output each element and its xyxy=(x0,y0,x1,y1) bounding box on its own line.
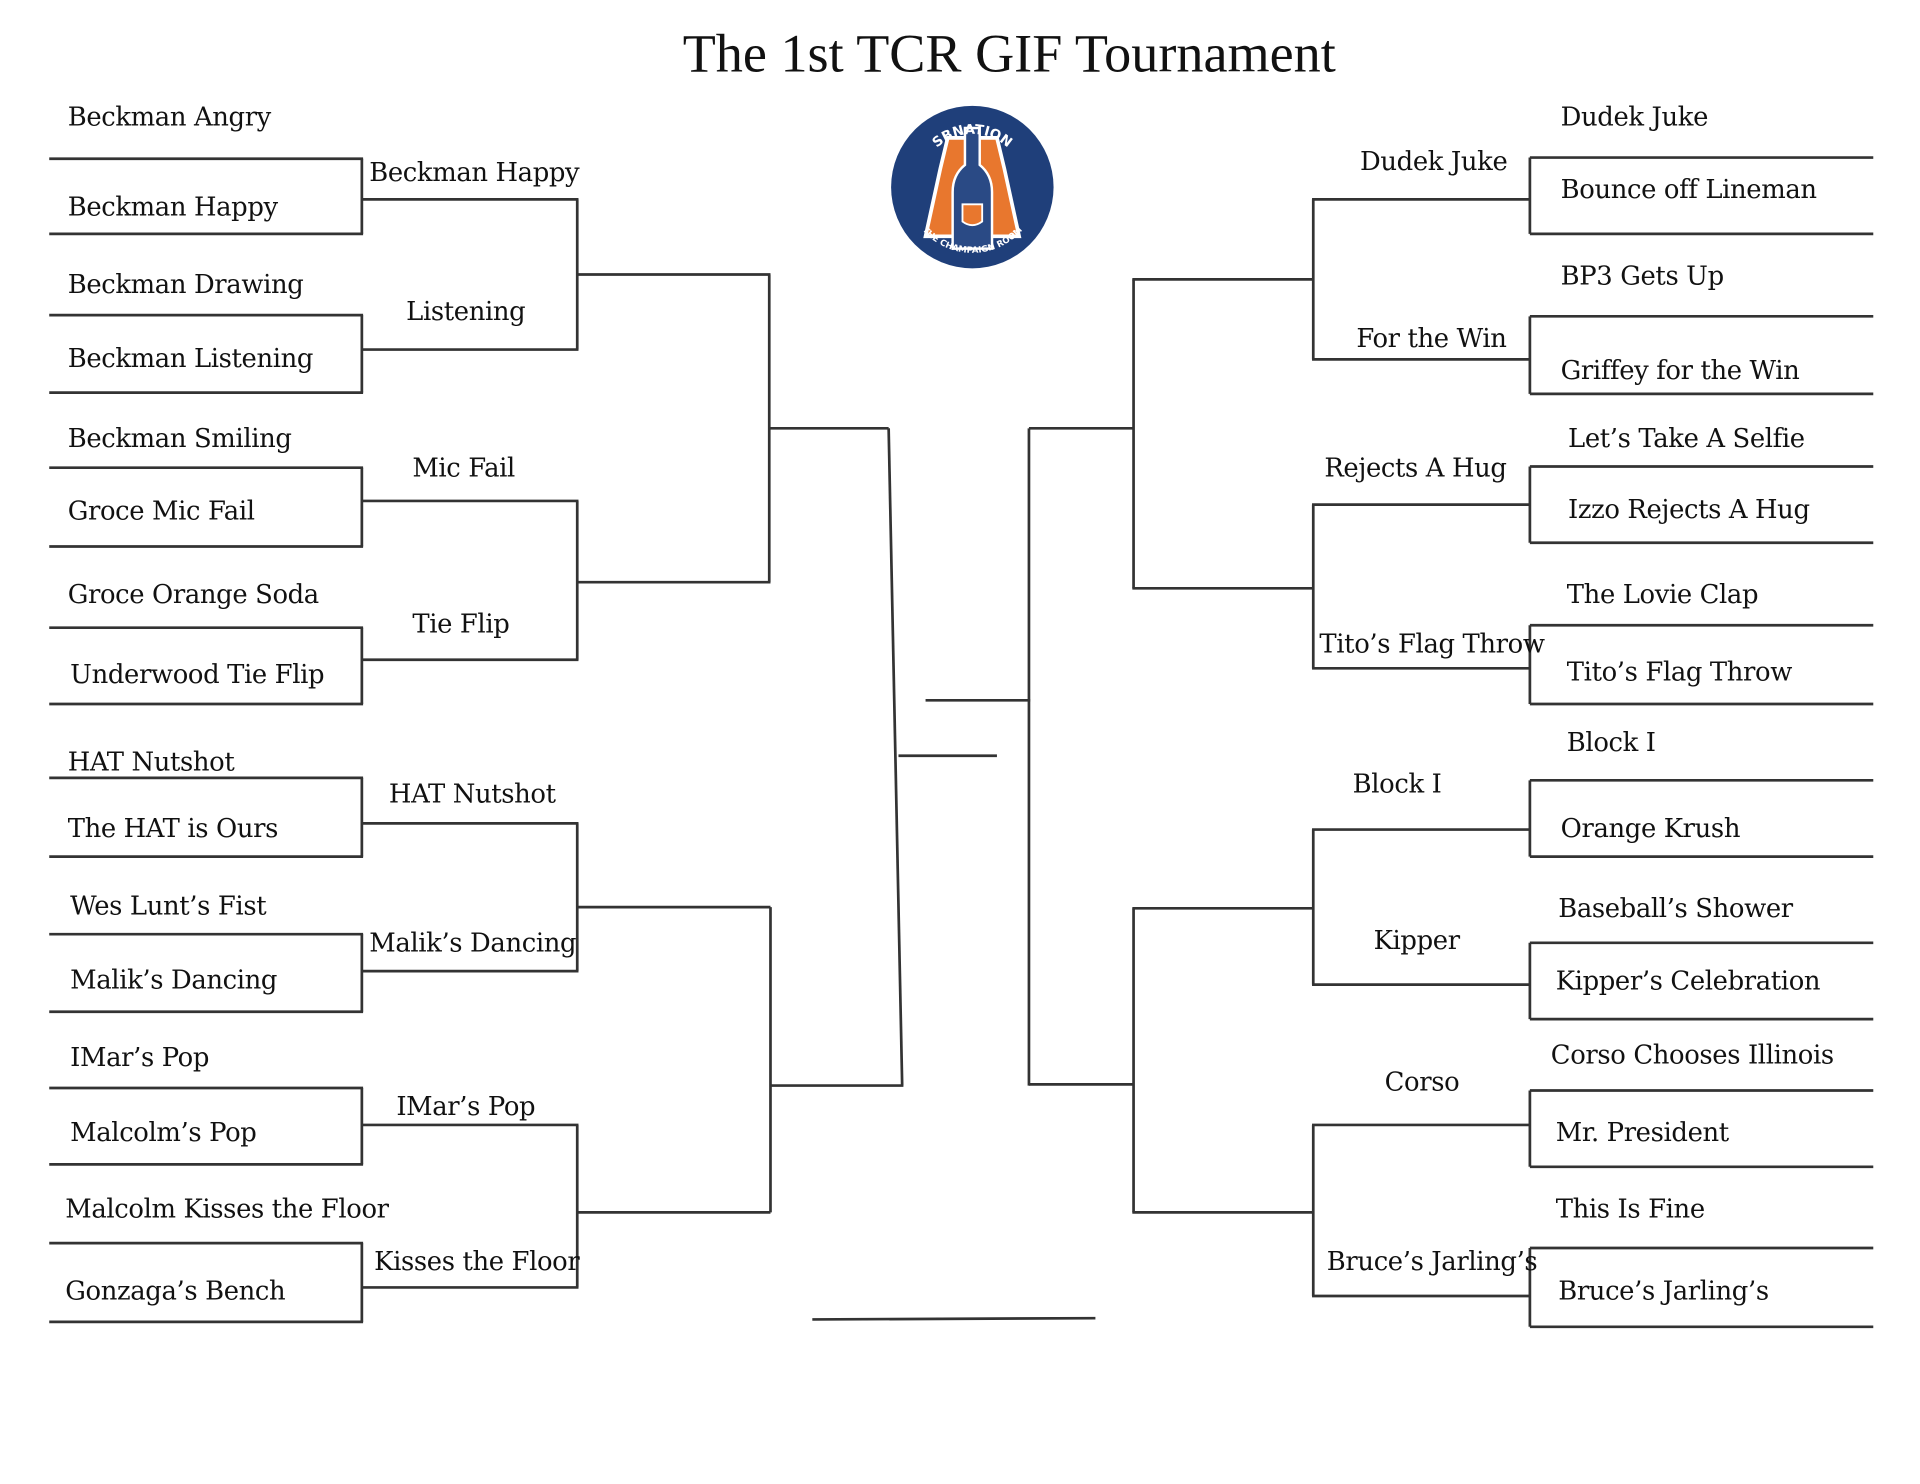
right-round2-entry: Tito’s Flag Throw xyxy=(1319,628,1545,659)
right-round1-entry: Griffey for the Win xyxy=(1560,355,1800,386)
right-round2-entry: Rejects A Hug xyxy=(1324,452,1507,483)
left-round2-entry: Mic Fail xyxy=(412,452,515,483)
left-round1-entry: Underwood Tie Flip xyxy=(70,659,325,690)
right-round1-entry: Tito’s Flag Throw xyxy=(1566,657,1793,687)
right-round1-entry: Block I xyxy=(1566,727,1656,757)
left-round2-entry: HAT Nutshot xyxy=(388,779,556,809)
right-round1-entry: Orange Krush xyxy=(1560,813,1741,844)
right-round2-entry: Corso xyxy=(1384,1067,1460,1097)
left-round1-entry: Beckman Listening xyxy=(67,343,314,373)
left-round1-entry: HAT Nutshot xyxy=(67,747,235,777)
right-round1-entry: This Is Fine xyxy=(1555,1193,1705,1224)
left-round1-entry: IMar’s Pop xyxy=(70,1042,210,1073)
right-round1-entry: Baseball’s Shower xyxy=(1558,893,1793,924)
right-round1-entry: Corso Chooses Illinois xyxy=(1550,1040,1834,1070)
right-round1-entry: BP3 Gets Up xyxy=(1560,260,1725,291)
right-round2-entry: Dudek Juke xyxy=(1360,146,1508,177)
left-round1-entry: Beckman Happy xyxy=(67,192,278,222)
right-round1-entry: Kipper’s Celebration xyxy=(1555,966,1821,996)
right-round2-entry: Block I xyxy=(1352,769,1442,799)
left-round2-entry: Tie Flip xyxy=(412,609,510,639)
right-round2-entry: For the Win xyxy=(1356,323,1507,354)
left-round1-entry: The HAT is Ours xyxy=(67,813,279,844)
right-round1-entry: Dudek Juke xyxy=(1560,102,1709,132)
right-round1-entry: The Lovie Clap xyxy=(1566,579,1759,610)
left-round1-entry: Malcolm’s Pop xyxy=(70,1117,257,1148)
right-round2-entry: Bruce’s Jarling’s xyxy=(1326,1246,1538,1277)
champion-line xyxy=(812,1316,1096,1321)
left-round1-entry: Beckman Smiling xyxy=(67,423,292,453)
left-round1-entry: Beckman Angry xyxy=(67,102,272,132)
left-round1-entry: Malcolm Kisses the Floor xyxy=(65,1193,389,1224)
left-round1-entry: Gonzaga’s Bench xyxy=(65,1276,286,1306)
left-round2-entry: Listening xyxy=(406,296,526,327)
right-round1-entry: Bruce’s Jarling’s xyxy=(1558,1276,1769,1306)
left-round1-entry: Groce Mic Fail xyxy=(67,496,255,526)
left-round2-entry: IMar’s Pop xyxy=(396,1091,536,1122)
right-round1-entry: Mr. President xyxy=(1555,1117,1729,1148)
left-round2-entry: Malik’s Dancing xyxy=(369,928,577,958)
left-round1-entry: Wes Lunt’s Fist xyxy=(70,891,267,921)
left-round2-entry: Beckman Happy xyxy=(369,157,580,188)
left-round1-entry: Beckman Drawing xyxy=(67,269,304,300)
left-round1-entry: Groce Orange Soda xyxy=(67,579,320,610)
right-round1-entry: Bounce off Lineman xyxy=(1560,174,1817,205)
right-round1-entry: Izzo Rejects A Hug xyxy=(1568,494,1810,525)
left-round1-entry: Malik’s Dancing xyxy=(70,964,278,995)
right-round1-entry: Let’s Take A Selfie xyxy=(1568,423,1805,453)
sbnation-champaign-room-logo: SBNATION THE CHAMPAIGN ROOM xyxy=(888,103,1057,271)
right-round2-entry: Kipper xyxy=(1373,925,1460,956)
page-title: The 1st TCR GIF Tournament xyxy=(682,23,1336,84)
left-round2-entry: Kisses the Floor xyxy=(374,1246,580,1277)
bracket-connector xyxy=(887,428,904,1086)
